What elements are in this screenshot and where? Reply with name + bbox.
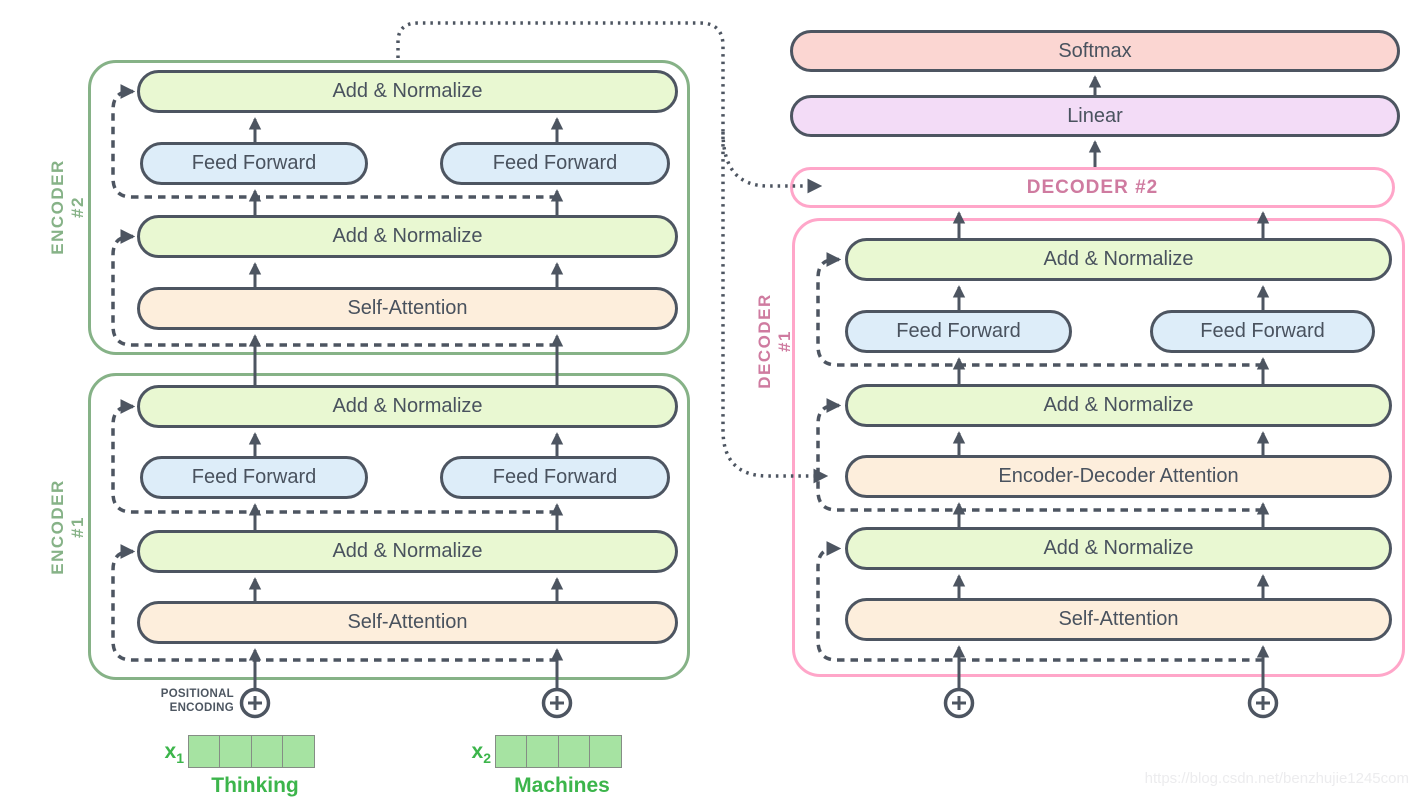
encoder1-side-label: ENCODER #1 xyxy=(48,479,87,575)
encoder1-feed-forward-right: Feed Forward xyxy=(440,456,670,499)
encoder1-feed-forward-left: Feed Forward xyxy=(140,456,368,499)
decoder1-feed-forward-right: Feed Forward xyxy=(1150,310,1375,353)
decoder1-encoder-decoder-attention: Encoder-Decoder Attention xyxy=(845,455,1392,498)
x2-embedding-vector xyxy=(495,735,623,768)
vector-cell xyxy=(219,735,253,768)
decoder1-add-normalize-mid: Add & Normalize xyxy=(845,384,1392,427)
input-word-machines: Machines xyxy=(514,774,610,797)
vector-cell xyxy=(250,735,284,768)
encoder2-add-normalize-top: Add & Normalize xyxy=(137,70,678,113)
decoder2-box: DECODER #2 xyxy=(790,167,1395,208)
positional-encoding-label: POSITIONAL ENCODING xyxy=(160,688,234,714)
decoder1-feed-forward-left: Feed Forward xyxy=(845,310,1072,353)
vector-cell xyxy=(282,735,316,768)
encoder2-feed-forward-right: Feed Forward xyxy=(440,142,670,185)
encoder1-add-normalize-top: Add & Normalize xyxy=(137,385,678,428)
encoder2-self-attention: Self-Attention xyxy=(137,287,678,330)
decoder1-self-attention: Self-Attention xyxy=(845,598,1392,641)
vector-cell xyxy=(589,735,623,768)
vector-cell xyxy=(557,735,591,768)
vector-cell xyxy=(526,735,560,768)
plus-circle-icons xyxy=(239,687,1279,719)
watermark-text: https://blog.csdn.net/benzhujie1245com xyxy=(1144,770,1409,787)
encoder2-side-label: ENCODER #2 xyxy=(48,159,87,255)
decoder1-add-normalize-bottom: Add & Normalize xyxy=(845,527,1392,570)
decoder2-label: DECODER #2 xyxy=(1026,176,1159,198)
linear-block: Linear xyxy=(790,95,1400,137)
encoder1-add-normalize-bottom: Add & Normalize xyxy=(137,530,678,573)
encoder2-feed-forward-left: Feed Forward xyxy=(140,142,368,185)
x2-label: x2 xyxy=(471,740,491,767)
x1-label: x1 xyxy=(164,740,184,767)
decoder1-side-label: DECODER #1 xyxy=(755,293,794,389)
encoder1-self-attention: Self-Attention xyxy=(137,601,678,644)
softmax-block: Softmax xyxy=(790,30,1400,72)
x1-embedding-vector xyxy=(188,735,316,768)
vector-cell xyxy=(188,735,221,768)
decoder1-add-normalize-top: Add & Normalize xyxy=(845,238,1392,281)
encoder2-add-normalize-bottom: Add & Normalize xyxy=(137,215,678,258)
input-word-thinking: Thinking xyxy=(211,774,299,797)
vector-cell xyxy=(495,735,528,768)
